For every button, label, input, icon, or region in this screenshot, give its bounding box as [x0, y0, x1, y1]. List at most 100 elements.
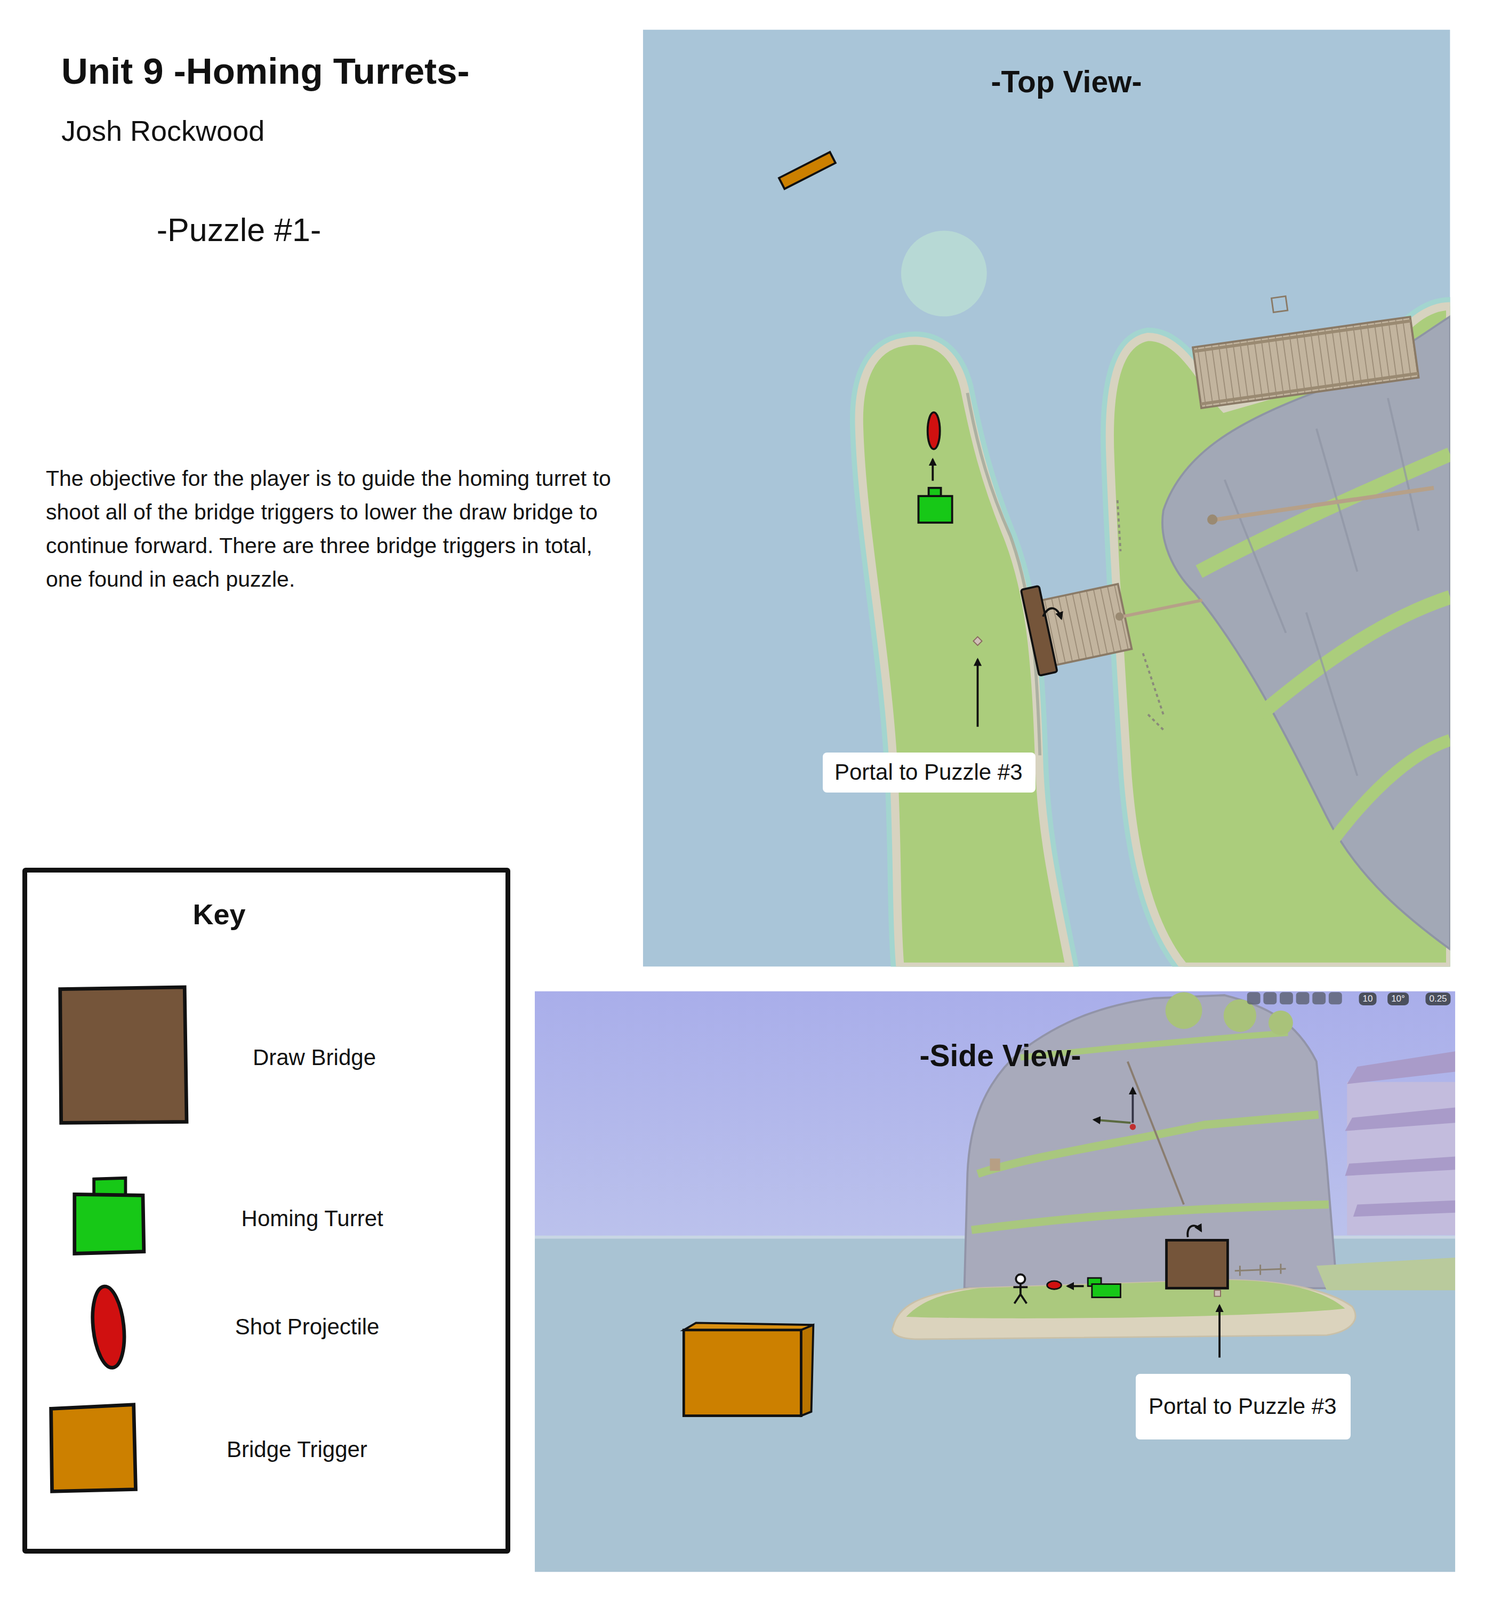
- top-view-map: [643, 29, 1451, 967]
- pagoda-buildings: [1353, 1200, 1456, 1217]
- bridge-trigger: [800, 1324, 814, 1416]
- right-island: [1224, 397, 1419, 776]
- player-figure: [1013, 1283, 1028, 1304]
- legend-swatch: [71, 1175, 148, 1256]
- shot-arrow: [1067, 1285, 1085, 1288]
- legend-label: Shot Projectile: [235, 1313, 380, 1340]
- panel-heading: -Top View-: [991, 63, 1143, 100]
- toolbar-value: 0.25: [1425, 992, 1451, 1006]
- wooden-bridge: [1192, 316, 1419, 408]
- legend-label: Homing Turret: [241, 1205, 384, 1232]
- homing-turret: [918, 459, 952, 523]
- player-figure: [1013, 1273, 1028, 1304]
- homing-turret: [918, 495, 952, 523]
- left-island: [967, 392, 1040, 756]
- bridge-trigger: [779, 151, 836, 189]
- portal-callout-box: Portal to Puzzle #3: [1135, 1373, 1351, 1440]
- wooden-bridge: [1207, 514, 1218, 525]
- cliff: [1268, 1010, 1294, 1035]
- right-island: [1260, 597, 1451, 715]
- pagoda-buildings: [1346, 1050, 1456, 1084]
- side-view-scene: [534, 990, 1456, 1572]
- bridge-trigger: [779, 151, 836, 189]
- gizmo-arrows: [1094, 1119, 1131, 1123]
- left-island: [859, 340, 1070, 967]
- homing-turret: [931, 459, 934, 481]
- draw-bridge-marker: [1021, 586, 1058, 676]
- player-figure: [1015, 1273, 1025, 1283]
- objective-note: The objective for the player is to guide…: [45, 461, 628, 597]
- wooden-bridge: [1040, 279, 1434, 730]
- legend-label: Bridge Trigger: [226, 1435, 368, 1463]
- wooden-bridge: [1200, 373, 1418, 404]
- portal-marker: [973, 636, 982, 646]
- draw-bridge-marker: [1166, 1239, 1228, 1288]
- draw-bridge-marker: [1187, 1225, 1201, 1237]
- main-island: [1234, 1263, 1287, 1276]
- shot-projectile: [927, 412, 941, 449]
- cliff: [1127, 1061, 1184, 1204]
- legend-swatch-tab: [93, 1177, 126, 1196]
- wooden-bridge: [1117, 500, 1164, 730]
- legend-swatch-shape: [60, 986, 187, 1123]
- legend-swatch-shape: [51, 1403, 136, 1491]
- leader-arrow: [976, 659, 979, 727]
- toolbar-icons: [1247, 991, 1343, 1005]
- pagoda-buildings: [1344, 1156, 1456, 1176]
- key-heading: Key: [192, 896, 246, 932]
- homing-turret: [1092, 1283, 1121, 1298]
- wooden-bridge: [1117, 599, 1203, 618]
- gizmo-arrows: [1129, 1123, 1136, 1130]
- legend-swatch: [89, 1281, 128, 1372]
- toolbar-icons: [1296, 991, 1310, 1005]
- pagoda-buildings: [1344, 1050, 1456, 1235]
- toolbar-icons: [1312, 991, 1326, 1005]
- leader-arrow: [1218, 1305, 1221, 1358]
- toolbar-icons: [1328, 991, 1343, 1005]
- right-island: [1109, 306, 1450, 967]
- right-island: [1331, 740, 1451, 842]
- toolbar-icons: [1279, 991, 1294, 1005]
- wooden-bridge: [1187, 279, 1419, 408]
- pagoda-buildings: [1344, 1107, 1456, 1131]
- toolbar-icons: [1247, 991, 1261, 1005]
- legend-swatch-shape: [89, 1284, 128, 1369]
- side-view-scene: [534, 990, 1456, 1572]
- shot-projectile: [1047, 1280, 1062, 1289]
- bridge-trigger: [683, 1329, 801, 1416]
- right-island: [1109, 306, 1450, 967]
- legend-label: Draw Bridge: [252, 1044, 376, 1071]
- toolbar-value: 10°: [1387, 992, 1409, 1006]
- top-view-map: [643, 29, 1451, 967]
- top-view-map: [901, 230, 987, 317]
- legend-swatch: [57, 984, 190, 1125]
- wooden-bridge: [1193, 320, 1411, 352]
- draw-bridge-marker: [1166, 1225, 1228, 1288]
- right-island: [1162, 316, 1451, 950]
- distant-island: [1316, 1257, 1456, 1290]
- toolbar-value: 10: [1359, 992, 1377, 1006]
- draw-bridge-marker: [1021, 586, 1058, 676]
- side-view-panel: -Side View- Portal to Puzzle #3: [534, 990, 1456, 1572]
- left-island: [859, 340, 1070, 967]
- draw-bridge-marker: [1042, 608, 1062, 619]
- legend-swatch: [46, 1400, 141, 1497]
- illustration: [534, 29, 1456, 1572]
- homing-turret: [1087, 1277, 1121, 1297]
- author-name: Josh Rockwood: [61, 113, 265, 149]
- puzzle-heading: -Puzzle #1-: [156, 210, 322, 250]
- portal-marker: [1214, 1289, 1221, 1296]
- wooden-bridge: [1209, 487, 1434, 521]
- cliff: [977, 1114, 1319, 1174]
- draw-bridge-marker: [1021, 586, 1062, 676]
- cliff: [1165, 991, 1203, 1029]
- main-island: [892, 1279, 1356, 1339]
- left-island: [859, 340, 1070, 967]
- main-island: [906, 1279, 1346, 1319]
- gizmo-arrows: [1094, 1087, 1136, 1130]
- panel-heading: -Side View-: [919, 1037, 1081, 1074]
- toolbar-icons: [1263, 991, 1277, 1005]
- cliff: [989, 1158, 1000, 1171]
- main-island: [892, 1263, 1356, 1339]
